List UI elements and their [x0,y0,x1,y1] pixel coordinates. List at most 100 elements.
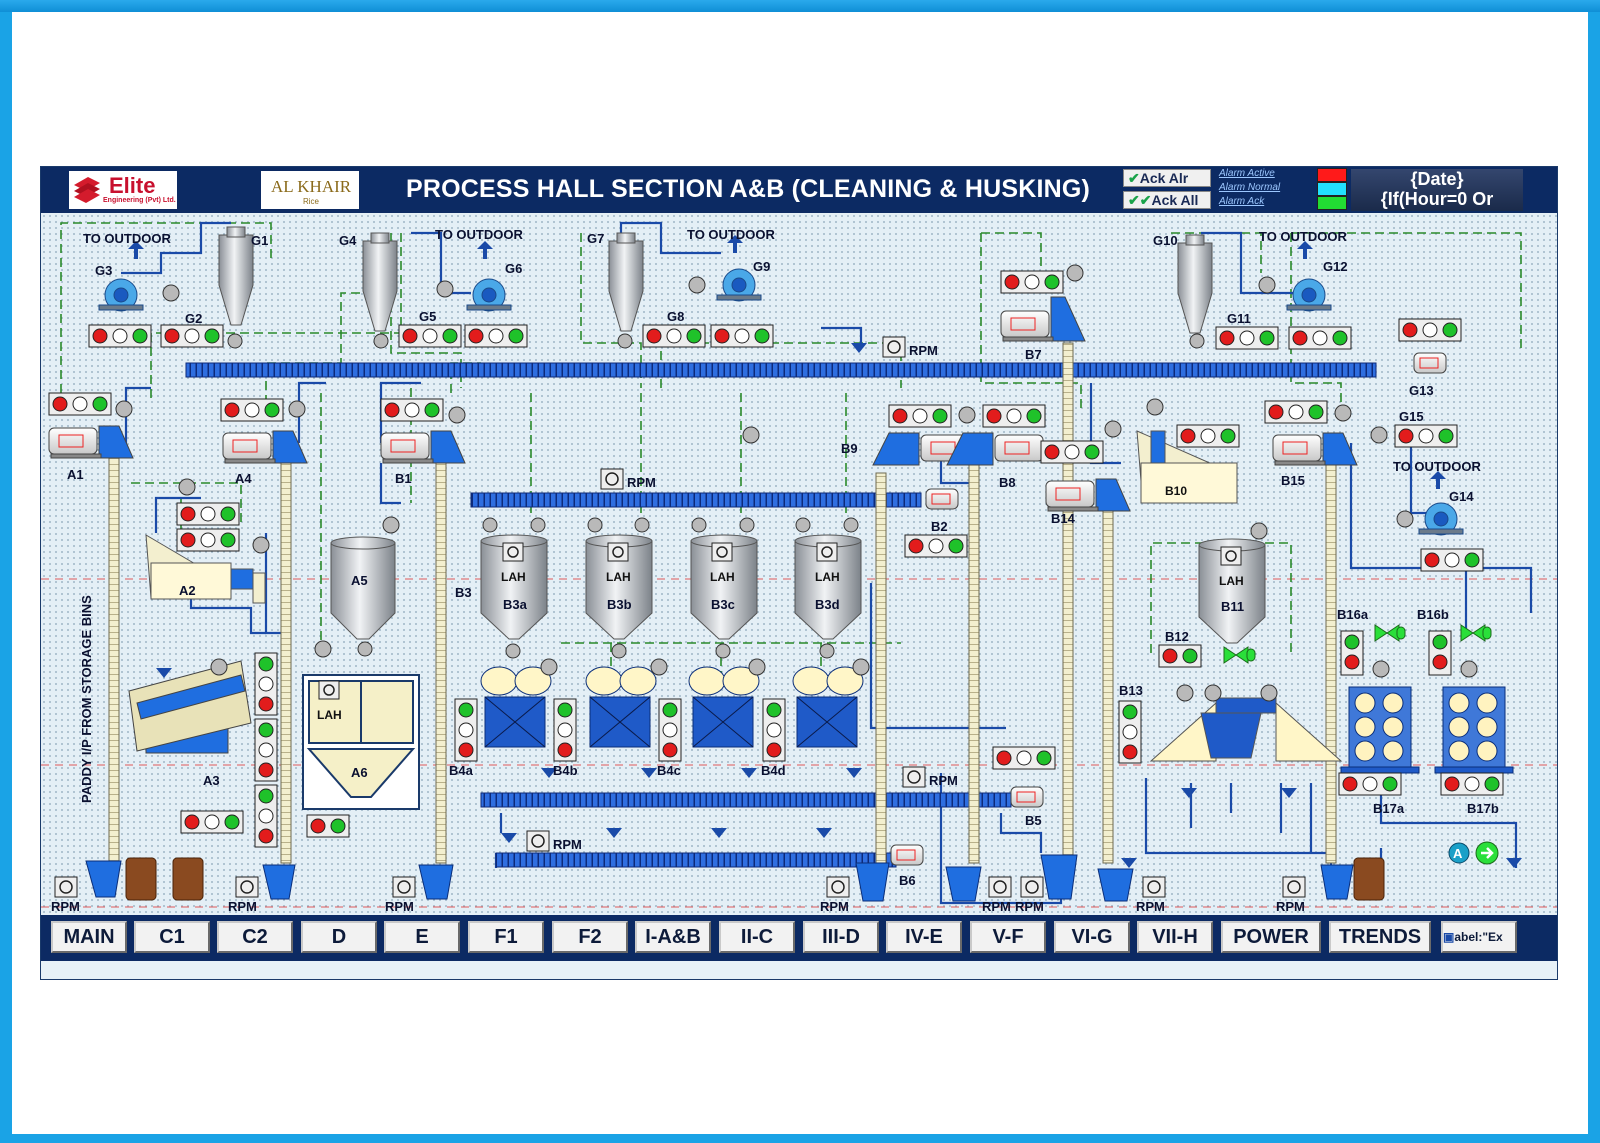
nav-button-iii-d[interactable]: III-D [803,921,879,953]
nav-button-e[interactable]: E [384,921,460,953]
ack-all-button[interactable]: ✔✔Ack All [1123,191,1211,209]
b5-conveyor [480,792,1012,808]
nav-button-vi-g[interactable]: VI-G [1054,921,1130,953]
label-b4d: B4d [761,763,786,778]
double-check-icon: ✔✔ [1128,192,1152,208]
rpm-label-6: RPM [228,899,257,913]
alkhair-logo: AL KHAIR Rice [261,171,359,209]
svg-text:A: A [1453,846,1463,861]
label-b4b: B4b [553,763,578,778]
label-g13: G13 [1409,383,1434,398]
label-g14: G14 [1449,489,1474,504]
elite-logo-text: Elite [109,173,156,198]
label-g8: G8 [667,309,684,324]
process-diagram: A TO OUTDOOR TO OUTDOOR TO OUTDOOR TO OU… [41,213,1557,913]
alkhair-logo-sub: Rice [303,197,320,206]
label-g1: G1 [251,233,268,248]
nav-button-iv-e[interactable]: IV-E [886,921,962,953]
label-b3d: B3d [815,597,840,612]
label-g6: G6 [505,261,522,276]
process-diagram-svg: A TO OUTDOOR TO OUTDOOR TO OUTDOOR TO OU… [41,221,1557,913]
nav-button-d[interactable]: D [301,921,377,953]
drums [125,857,1385,901]
rpm-label-12: RPM [1276,899,1305,913]
lah-label-b3c: LAH [710,570,735,584]
lah-label-b11: LAH [1219,574,1244,588]
scada-screen: Elite Engineering (Pvt) Ltd. AL KHAIR Ri… [40,166,1558,980]
nav-button-ii-c[interactable]: II-C [719,921,795,953]
b17-sifters [1340,686,1514,774]
date-line-1: {Date} [1410,169,1464,189]
nav-button-c2[interactable]: C2 [217,921,293,953]
to-outdoor-label-5: TO OUTDOOR [1393,459,1481,474]
alarm-active-label: Alarm Active [1219,168,1275,179]
a2-sifter [145,534,266,604]
a3-drum [128,660,252,754]
vertical-status-lights [254,630,1452,848]
rpm-label-11: RPM [1136,899,1165,913]
nav-button-vii-h[interactable]: VII-H [1137,921,1213,953]
label-b16b: B16b [1417,607,1449,622]
label-b12: B12 [1165,629,1189,644]
nav-bar: MAIN C1 C2 D E F1 F2 I-A&B II-C III-D IV… [41,915,1557,961]
check-icon: ✔ [1128,170,1140,186]
label-b6: B6 [899,873,916,888]
label-b3: B3 [455,585,472,600]
a5-tank [330,536,396,640]
elite-logo-sub: Engineering (Pvt) Ltd. [103,197,176,204]
nav-button-f2[interactable]: F2 [552,921,628,953]
label-g5: G5 [419,309,436,324]
alarm-active-swatch [1317,168,1347,182]
label-g12: G12 [1323,259,1348,274]
to-outdoor-label-3: TO OUTDOOR [687,227,775,242]
alarm-ack-label: Alarm Ack [1219,196,1265,207]
nav-button-exit[interactable]: ▣abel:"Ex [1441,921,1517,953]
nav-button-main[interactable]: MAIN [51,921,127,953]
rpm-label-3: RPM [929,773,958,788]
nav-button-f1[interactable]: F1 [468,921,544,953]
nav-button-i-ab[interactable]: I-A&B [635,921,711,953]
nav-button-trends[interactable]: TRENDS [1329,921,1431,953]
label-b9: B9 [841,441,858,456]
to-outdoor-label-1: TO OUTDOOR [83,231,171,246]
motors [48,296,1447,866]
status-lights [48,270,1504,838]
label-b4a: B4a [449,763,474,778]
nav-button-v-f[interactable]: V-F [970,921,1046,953]
window-frame-top [0,0,1600,12]
label-g10: G10 [1153,233,1178,248]
sensor-dials [59,340,1301,894]
nav-button-power[interactable]: POWER [1221,921,1321,953]
label-b3c: B3c [711,597,735,612]
rpm-label-2: RPM [627,475,656,490]
nav-button-c1[interactable]: C1 [134,921,210,953]
next-arrow-icon[interactable] [1475,841,1499,865]
date-display: {Date} {If(Hour=0 Or [1351,169,1523,211]
fans [98,268,1464,536]
elite-logo-icon [74,177,100,203]
label-g2: G2 [185,311,202,326]
label-b13: B13 [1119,683,1143,698]
label-a2: A2 [179,583,196,598]
label-b14: B14 [1051,511,1076,526]
flow-arrows [128,235,1522,868]
rpm-label-9: RPM [982,899,1011,913]
page-title: PROCESS HALL SECTION A&B (CLEANING & HUS… [406,175,1091,203]
ack-alarm-button[interactable]: ✔Ack Alr [1123,169,1211,187]
label-b10: B10 [1165,484,1187,498]
exit-icon: ▣ [1443,930,1455,944]
bucket-elevators [108,342,1337,874]
a-link-icon[interactable]: A [1448,842,1470,864]
lah-label-a6: LAH [317,708,342,722]
label-b11: B11 [1221,599,1244,614]
to-outdoor-label-4: TO OUTDOOR [1259,229,1347,244]
label-g7: G7 [587,231,604,246]
label-b5: B5 [1025,813,1042,828]
rpm-label-4: RPM [553,837,582,852]
label-a5: A5 [351,573,368,588]
label-b2: B2 [931,519,948,534]
label-g4: G4 [339,233,357,248]
lah-label-b3a: LAH [501,570,526,584]
label-b1: B1 [395,471,412,486]
rpm-label-5: RPM [51,899,80,913]
